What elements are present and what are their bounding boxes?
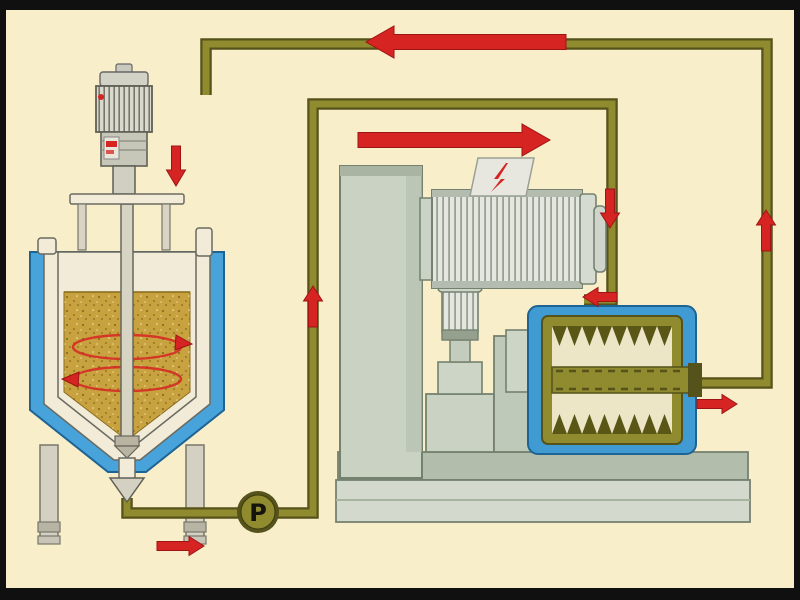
electric-label [469, 157, 535, 197]
pump-body [240, 494, 276, 530]
bearing-stem [449, 339, 471, 363]
motor-end-cap [593, 205, 607, 273]
mill-motor-bottom-strip [432, 281, 582, 288]
flow-arrow-feed-top [357, 123, 552, 157]
tank-rim-stub-left [37, 237, 57, 255]
tank-outlet-stub [118, 457, 136, 481]
tank-leg-left-band [37, 521, 61, 533]
bearing-block [437, 361, 483, 395]
swirl-arrowhead-lower [60, 371, 80, 388]
tank-leg-left-foot [37, 535, 61, 545]
agitator-shaft [120, 203, 134, 445]
mounting-plate [69, 193, 185, 205]
tank-inlet-neck [195, 227, 213, 257]
mill-column-shade [406, 176, 422, 452]
motor-neck [112, 165, 136, 195]
swirl-arrowhead-upper [174, 334, 194, 351]
mixing-tank [29, 63, 225, 504]
flow-arrow-pump-riser [302, 285, 324, 328]
coupling-band [441, 329, 479, 341]
motor-pedestal [425, 393, 495, 453]
flow-arrow-mill-inlet [582, 286, 618, 308]
nameplate-red-mark [106, 141, 117, 147]
flow-arrow-pump-suction [156, 535, 205, 557]
agitator-motor [69, 63, 185, 251]
milling-chamber [505, 305, 702, 455]
mount-post-left [77, 203, 87, 251]
mill-motor-body [431, 189, 583, 289]
tank-outlet-valve [108, 477, 146, 504]
outlet-flange [688, 363, 702, 397]
impeller-hub [114, 435, 140, 447]
motor-top-cap [99, 71, 149, 87]
pump-label: P [249, 499, 267, 527]
tank-leg-right-band [183, 521, 207, 533]
motor-red-dot [98, 94, 104, 100]
motor-nameplate [103, 136, 120, 160]
circulation-pump: P [237, 491, 279, 533]
bead-mill [335, 157, 751, 523]
flow-arrow-mill-drop [599, 188, 621, 229]
mill-motor [419, 189, 607, 289]
mount-post-right [161, 203, 171, 251]
motor-finned-body [95, 85, 153, 133]
label-plate [469, 157, 535, 197]
coupling-cylinder [441, 289, 479, 333]
flow-arrows [156, 25, 777, 557]
flow-arrow-return-top [364, 25, 567, 59]
mill-column-top [340, 166, 422, 176]
flow-arrow-tank-inlet [165, 145, 187, 187]
stator-teeth-bottom [552, 414, 672, 434]
stator-teeth-top [552, 326, 672, 346]
impeller [113, 445, 141, 459]
return-pipe-core [202, 40, 771, 387]
return-pipe [200, 38, 773, 389]
nameplate-red-mark2 [106, 150, 114, 154]
flow-arrow-mill-outlet [696, 393, 738, 415]
flow-arrow-return-riser [755, 209, 777, 252]
